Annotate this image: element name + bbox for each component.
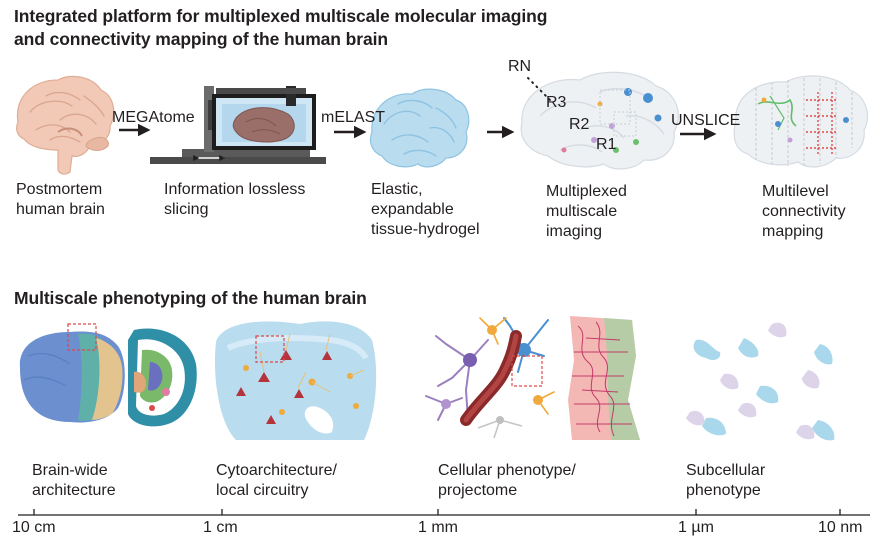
caption-line: Cellular phenotype/	[438, 462, 576, 479]
scale-bar	[18, 509, 870, 516]
title-line-2: and connectivity mapping of the human br…	[14, 29, 388, 49]
section-title-phenotyping: Multiscale phenotyping of the human brai…	[14, 288, 367, 308]
step-caption-connectivity: Multilevel connectivity mapping	[762, 182, 846, 242]
resolution-label-r3: R3	[546, 94, 567, 111]
caption-line: mapping	[762, 223, 824, 240]
caption-line: Subcellular	[686, 462, 766, 479]
resolution-label-r1: R1	[596, 136, 617, 153]
brain-wide-lobes-illustration	[19, 323, 125, 423]
phenotype-caption-subcellular: Subcellular phenotype	[686, 461, 765, 501]
resolution-label-rn: RN	[508, 58, 531, 75]
step-caption-postmortem: Postmortem human brain	[16, 180, 105, 220]
title-line-1: Integrated platform for multiplexed mult…	[14, 6, 548, 26]
step-caption-hydrogel: Elastic, expandable tissue-hydrogel	[371, 180, 480, 240]
multiplexed-imaging-illustration	[520, 71, 679, 170]
caption-line: local circuitry	[216, 482, 309, 499]
caption-line: human brain	[16, 201, 105, 218]
phenotype-caption-brain-wide: Brain-wide architecture	[32, 461, 116, 501]
phenotype-caption-cytoarchitecture: Cytoarchitecture/ local circuitry	[216, 461, 337, 501]
postmortem-brain-illustration	[16, 75, 115, 175]
step-caption-imaging: Multiplexed multiscale imaging	[546, 182, 627, 242]
step-caption-slicing: Information lossless slicing	[164, 180, 305, 220]
hydrogel-brain-illustration	[369, 88, 470, 168]
scale-tick-1mm: 1 mm	[418, 519, 458, 536]
caption-line: Elastic,	[371, 181, 423, 198]
arrow-label-unslice: UNSLICE	[671, 112, 741, 129]
scale-tick-10cm: 10 cm	[12, 519, 56, 536]
caption-line: architecture	[32, 482, 116, 499]
arrow-label-melast: mELAST	[321, 109, 386, 126]
resolution-label-r2: R2	[569, 116, 590, 133]
caption-line: Multiplexed	[546, 183, 627, 200]
scale-tick-1cm: 1 cm	[203, 519, 238, 536]
synapses-illustration	[686, 322, 835, 441]
connectivity-mapping-illustration	[733, 75, 869, 168]
page-title: Integrated platform for multiplexed mult…	[14, 5, 547, 51]
caption-line: Multilevel	[762, 183, 829, 200]
caption-line: Information lossless	[164, 181, 306, 198]
caption-line: expandable	[371, 201, 454, 218]
caption-line: projectome	[438, 482, 518, 499]
caption-line: connectivity	[762, 203, 846, 220]
arrow-label-megatome: MEGAtome	[112, 109, 195, 126]
caption-line: phenotype	[686, 482, 761, 499]
megatome-slicer-illustration	[150, 86, 326, 164]
cellular-phenotype-illustration	[425, 317, 555, 439]
caption-line: Postmortem	[16, 181, 103, 198]
caption-line: multiscale	[546, 203, 618, 220]
caption-line: slicing	[164, 201, 209, 218]
coronal-brain-slice-illustration	[128, 328, 197, 427]
projectome-tissue-illustration	[568, 316, 640, 440]
cytoarchitecture-illustration	[214, 321, 377, 440]
scale-tick-1um: 1 µm	[678, 519, 714, 536]
caption-line: Brain-wide	[32, 462, 108, 479]
caption-line: imaging	[546, 223, 603, 240]
caption-line: Cytoarchitecture/	[216, 462, 337, 479]
scale-tick-10nm: 10 nm	[818, 519, 863, 536]
caption-line: tissue-hydrogel	[371, 221, 480, 238]
phenotype-caption-cellular: Cellular phenotype/ projectome	[438, 461, 576, 501]
